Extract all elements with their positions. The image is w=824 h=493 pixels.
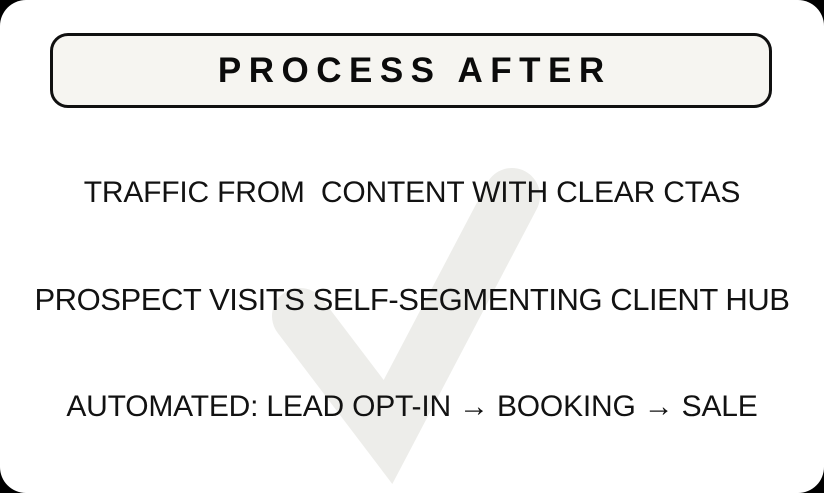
page-title: PROCESS AFTER xyxy=(217,51,612,90)
process-step-list: TRAFFIC FROM CONTENT WITH CLEAR CTAS PRO… xyxy=(0,140,824,460)
process-step-1: TRAFFIC FROM CONTENT WITH CLEAR CTAS xyxy=(83,176,741,210)
header-banner: PROCESS AFTER xyxy=(50,33,772,108)
process-step-2: PROSPECT VISITS SELF-SEGMENTING CLIENT H… xyxy=(34,281,790,317)
process-step-3: AUTOMATED: LEAD OPT-IN → BOOKING → SALE xyxy=(66,390,758,424)
